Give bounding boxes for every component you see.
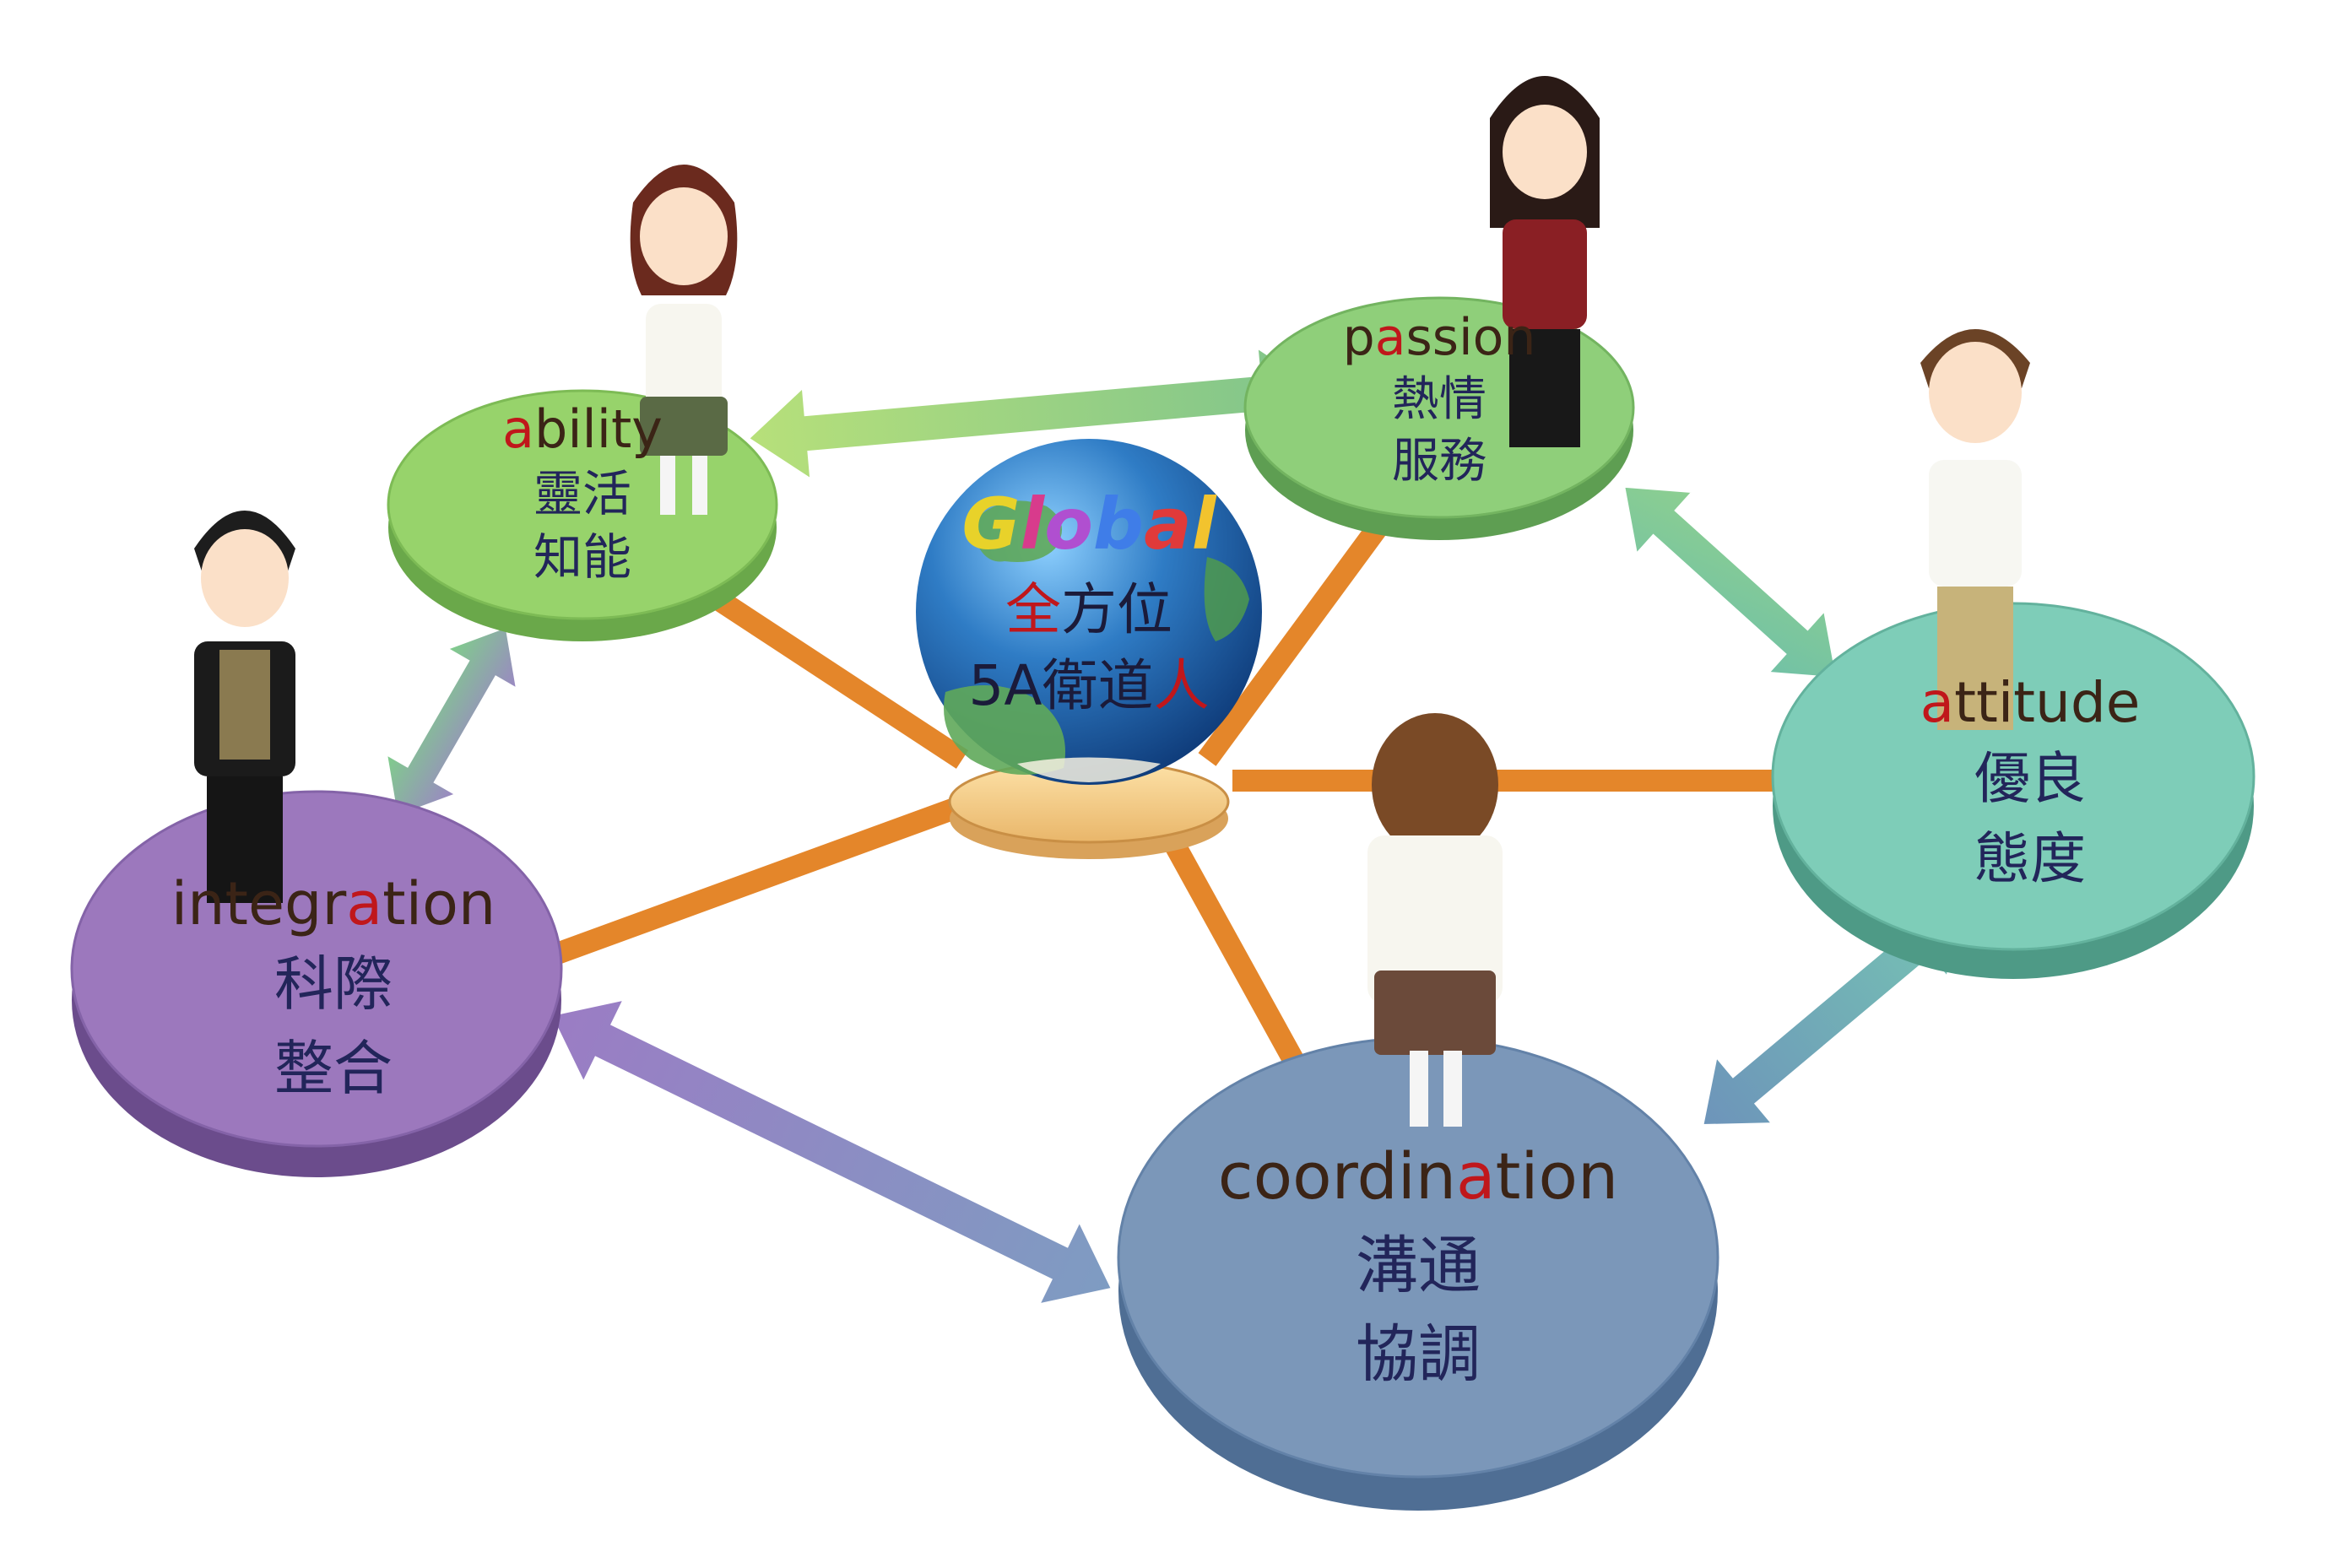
globe-continent	[971, 500, 1062, 562]
ability-word: bility	[534, 398, 663, 460]
passion-cjk2: 服務	[1392, 434, 1487, 489]
attitude-word: ttitude	[1954, 670, 2140, 735]
coordination-pre: coordin	[1218, 1138, 1456, 1214]
integration-accent: a	[346, 869, 382, 938]
double-arrows	[384, 344, 1963, 1307]
svg-text:attitude: attitude	[1920, 670, 2141, 735]
ability-cjk2: 知能	[533, 528, 631, 586]
center-title-letter-2: o	[1044, 483, 1093, 565]
globe-continent	[1204, 557, 1249, 641]
spoke-coordination	[1155, 821, 1310, 1078]
figure-girl-coordination	[1367, 713, 1503, 1127]
svg-text:passion: passion	[1343, 308, 1536, 367]
passion-pre: p	[1343, 308, 1375, 367]
label-center: Global 全方位 5A衛道人	[961, 483, 1216, 718]
center-title-letter-0: G	[961, 483, 1020, 565]
center-title-letter-3: b	[1093, 483, 1144, 565]
svg-text:integration: integration	[171, 869, 496, 938]
center-line3-main: 5A衛道	[968, 653, 1153, 718]
ability-accent: a	[502, 398, 534, 460]
coordination-cjk2: 協調	[1356, 1318, 1481, 1391]
node-coordination	[1117, 1036, 1719, 1511]
ability-cjk1: 靈活	[533, 465, 631, 522]
center-title-letter-5: l	[1192, 483, 1217, 565]
center-title: Global	[961, 483, 1216, 565]
center-title-letter-1: l	[1020, 483, 1045, 565]
center-line3-accent: 人	[1154, 653, 1210, 718]
label-coordination: coordination 溝通 協調	[1218, 1138, 1618, 1391]
globe	[916, 439, 1262, 859]
integration-cjk2: 整合	[274, 1034, 393, 1103]
passion-word: ssion	[1405, 308, 1535, 367]
label-attitude: attitude 優良 態度	[1920, 670, 2141, 891]
center-title-letter-4: a	[1144, 483, 1192, 565]
integration-pre: integr	[171, 869, 347, 938]
attitude-cjk1: 優良	[1974, 746, 2086, 811]
svg-text:ability: ability	[502, 398, 663, 460]
center-line2-rest: 方位	[1061, 577, 1172, 642]
label-passion: passion 熱情 服務	[1343, 308, 1536, 489]
label-integration: integration 科際 整合	[171, 869, 496, 1103]
figure-boy-integration	[194, 511, 295, 903]
node-attitude	[1771, 602, 2255, 979]
svg-text:全方位: 全方位	[1005, 577, 1172, 642]
spoke-integration	[553, 782, 1000, 965]
globe-continent	[944, 685, 1065, 775]
arrow-integration-coordination	[549, 997, 1114, 1307]
svg-text:5A衛道人: 5A衛道人	[968, 653, 1209, 718]
attitude-accent: a	[1920, 670, 1954, 735]
coordination-accent: a	[1456, 1138, 1496, 1214]
passion-cjk1: 熱情	[1392, 372, 1487, 427]
figure-girl-passion	[1490, 76, 1600, 447]
center-line2-accent: 全	[1005, 577, 1061, 642]
passion-accent: a	[1375, 308, 1406, 367]
integration-word: tion	[382, 869, 496, 938]
svg-text:coordination: coordination	[1218, 1138, 1618, 1214]
attitude-cjk2: 態度	[1974, 826, 2086, 891]
label-ability: ability 靈活 知能	[502, 398, 663, 586]
coordination-cjk1: 溝通	[1356, 1230, 1481, 1302]
figure-boy-attitude	[1920, 329, 2030, 730]
integration-cjk1: 科際	[274, 949, 393, 1019]
figure-girl-ability	[630, 165, 738, 515]
globe-continent	[1017, 757, 1161, 782]
spoke-ability	[685, 573, 969, 769]
coordination-word: tion	[1496, 1138, 1619, 1214]
node-integration	[70, 790, 563, 1177]
